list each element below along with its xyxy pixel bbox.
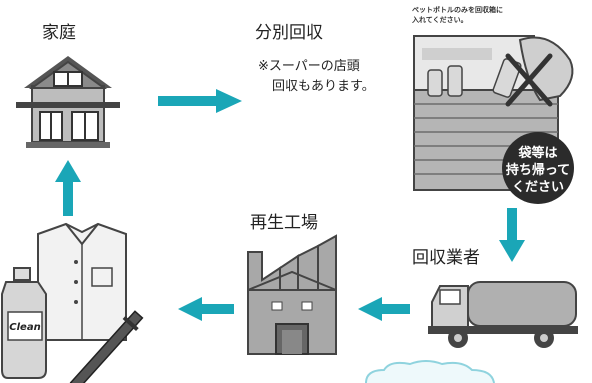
garbage-truck-illustration: [428, 281, 578, 348]
collection-box-graphic: 袋等は 持ち帰って ください: [413, 35, 574, 204]
products-graphic: Clean: [0, 222, 144, 383]
label-separate-collection: 分別回収: [255, 23, 323, 43]
house-illustration: [16, 56, 120, 148]
sign-line-1: ペットボトルのみを回収箱に: [412, 6, 503, 14]
bottle-label-text: Clean: [9, 322, 40, 333]
note-line-1: ※スーパーの店頭: [258, 59, 360, 74]
sign-line-2: 入れてください。: [412, 16, 468, 24]
badge-line-3: ください: [512, 180, 564, 195]
collection-box-illustration: 袋等は 持ち帰って ください ペットボトルのみを回収箱に 入れてください。: [400, 0, 592, 205]
arrow-down-to-collector: [499, 208, 525, 262]
note-line-2: 回収もあります。: [272, 79, 375, 94]
recycled-products-illustration: Clean: [0, 220, 160, 383]
cloud-shape: [365, 360, 495, 383]
arrow-right-home-to-separate: [158, 89, 242, 113]
label-home: 家庭: [42, 23, 76, 43]
arrow-up-products-to-home: [55, 160, 81, 216]
factory-illustration: [247, 234, 337, 355]
arrow-left-collector-to-factory: [358, 297, 410, 321]
label-factory: 再生工場: [250, 213, 318, 233]
label-collector: 回収業者: [412, 248, 480, 268]
badge-line-2: 持ち帰って: [506, 162, 570, 178]
arrow-left-factory-to-products: [178, 297, 234, 321]
badge-line-1: 袋等は: [517, 145, 557, 161]
